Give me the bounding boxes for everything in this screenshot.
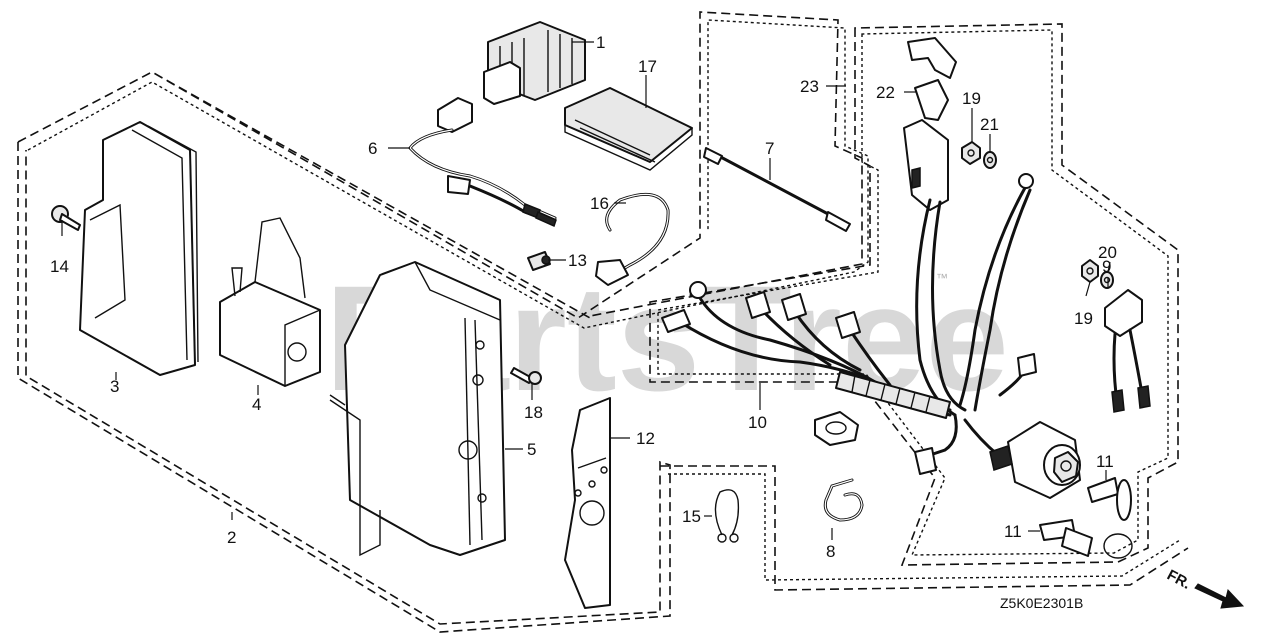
callout-5: 5	[527, 440, 536, 459]
callout-8: 8	[826, 542, 835, 561]
front-label: FR.	[1164, 567, 1193, 593]
callout-2: 2	[227, 528, 236, 547]
part-5-control-panel[interactable]	[329, 261, 506, 557]
part-16-clamp-band[interactable]	[595, 192, 670, 286]
part-8-clamp[interactable]	[814, 411, 864, 522]
group-outlines	[17, 11, 1189, 633]
leader-lines	[61, 41, 1111, 540]
callout-9: 9	[1102, 257, 1111, 276]
callout-6: 6	[368, 139, 377, 158]
part-17-pad[interactable]	[564, 87, 693, 171]
callout-13: 13	[568, 251, 587, 270]
callout-17: 17	[638, 57, 657, 76]
callout-4: 4	[252, 395, 261, 414]
part-20-washer[interactable]	[1100, 271, 1114, 289]
part-13-bolt[interactable]	[527, 251, 551, 271]
callout-20: 20	[1098, 243, 1117, 262]
part-9-diode[interactable]	[1104, 289, 1151, 413]
ignition-switch[interactable]	[989, 421, 1081, 499]
part-11-key-lower[interactable]	[1039, 519, 1133, 559]
callout-10: 10	[748, 413, 767, 432]
part-22-fuse[interactable]	[903, 37, 957, 211]
diagram-code: Z5K0E2301B	[1000, 595, 1083, 611]
part-15-clip[interactable]	[714, 489, 740, 543]
callout-labels: 1 2 3 4 5 6 7 8 9 10 11 11 12 13 14 15 1…	[50, 33, 1117, 561]
part-6-sub-harness[interactable]	[408, 97, 557, 228]
part-21-washer[interactable]	[983, 151, 997, 169]
callout-19-lower: 19	[1074, 309, 1093, 328]
callout-3: 3	[110, 377, 119, 396]
callout-1: 1	[596, 33, 605, 52]
part-11-key-upper[interactable]	[1087, 477, 1132, 521]
callout-11-lower: 11	[1004, 522, 1022, 541]
part-1-rectifier[interactable]	[483, 21, 586, 105]
callout-15: 15	[682, 507, 701, 526]
part-7-wire-lead[interactable]	[703, 147, 851, 232]
callout-14: 14	[50, 257, 69, 276]
part-19-nut-upper[interactable]	[961, 141, 981, 165]
callout-11-upper: 11	[1096, 452, 1114, 471]
part-14-screw[interactable]	[51, 205, 81, 231]
front-arrow-icon	[1194, 583, 1245, 609]
callout-18: 18	[524, 403, 543, 422]
part-12-decal[interactable]	[564, 397, 611, 609]
front-direction-indicator: FR.	[1164, 567, 1245, 609]
watermark-trademark: ™	[936, 271, 948, 285]
callout-19-upper: 19	[962, 89, 981, 108]
part-19-nut-lower[interactable]	[1081, 259, 1099, 283]
callout-23: 23	[800, 77, 819, 96]
callout-16: 16	[590, 194, 609, 213]
callout-22: 22	[876, 83, 895, 102]
part-18-screw[interactable]	[510, 367, 542, 385]
part-3-cover[interactable]	[79, 121, 199, 376]
callout-7: 7	[765, 139, 774, 158]
part-4-bracket[interactable]	[219, 217, 321, 387]
callout-21: 21	[980, 115, 999, 134]
callout-12: 12	[636, 429, 655, 448]
part-10-wire-harness[interactable]	[661, 173, 1037, 475]
